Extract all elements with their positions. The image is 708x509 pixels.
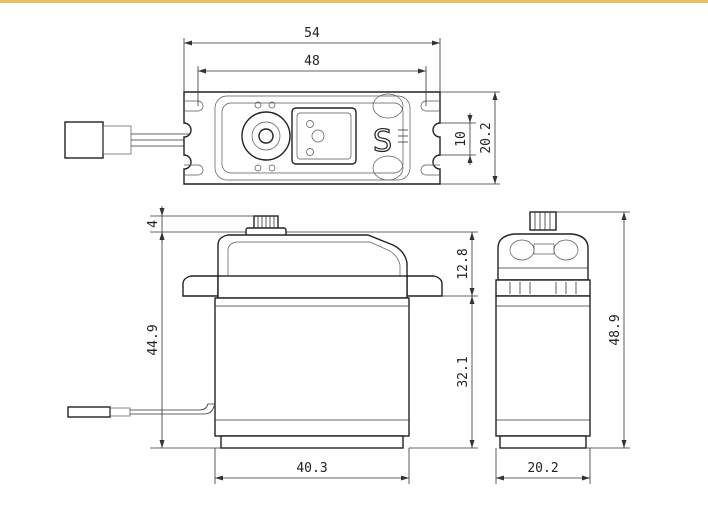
front-bottom-cover [220,435,404,449]
top-connector-shroud [102,125,132,155]
top-connector-plug [64,121,104,159]
dim-height-no-horn: 44.9 [146,324,161,355]
front-case-body [214,297,410,437]
front-connector-plug [67,406,111,418]
front-flange-right [406,275,443,297]
logo-mark: S [373,124,392,159]
front-flange-band [217,275,408,299]
front-top-cover [217,234,408,281]
dim-top-depth: 20.2 [479,122,494,153]
side-view: 48.9 20.2 [495,211,630,484]
output-spline [258,128,274,144]
dim-horn-height: 4 [146,220,161,228]
front-flange-left [182,275,219,297]
top-color-strip [0,0,708,3]
dim-side-width: 20.2 [527,461,558,476]
top-case-outline [214,95,411,181]
side-output-spline [529,211,557,231]
side-bottom-cover [499,435,587,449]
top-view: S 54 48 10 20.2 [64,26,500,185]
dim-body-length: 40.3 [296,461,327,476]
dim-total-height: 48.9 [608,314,623,345]
dim-flange-to-top: 12.8 [456,248,471,279]
front-view: 4 44.9 12.8 32.1 40.3 [67,206,478,484]
dim-body-below-flange: 32.1 [456,356,471,387]
side-top-cover [497,233,589,281]
mount-slot-br [420,164,440,176]
side-case-body [495,295,591,437]
mount-slot-bl [184,164,204,176]
dim-overall-width: 54 [304,26,320,41]
dim-hole-spacing: 48 [304,54,320,69]
dim-slot-width: 10 [454,131,469,147]
